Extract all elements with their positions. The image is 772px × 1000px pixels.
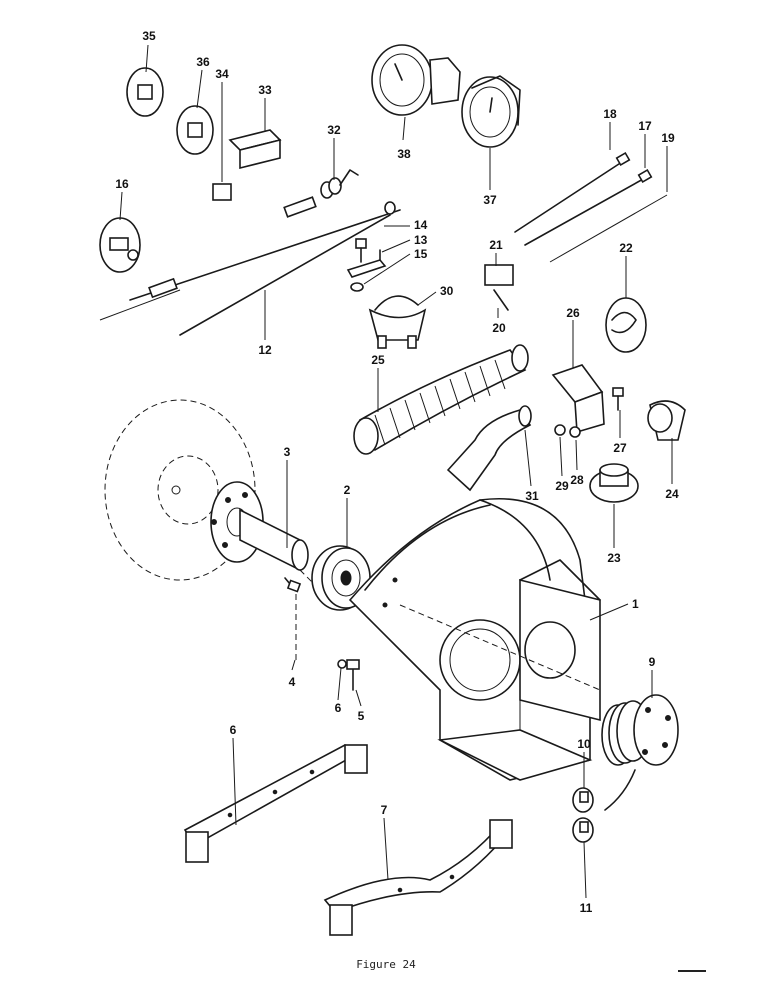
part-label-37: 37 [483, 193, 497, 207]
part-label-14: 14 [414, 218, 428, 232]
fittings-35-36 [126, 67, 214, 155]
part-label-30: 30 [440, 284, 454, 298]
part-label-12: 12 [258, 343, 272, 357]
part-label-21: 21 [489, 238, 503, 252]
mounting-rail-6 [183, 744, 368, 863]
throttle-bracket-13-14-15 [346, 238, 387, 292]
bracket-33-34 [212, 129, 282, 201]
exhaust-elbow-31 [446, 405, 532, 492]
part-label-6b: 6 [230, 723, 237, 737]
part-label-7: 7 [381, 803, 388, 817]
part-label-10: 10 [577, 737, 591, 751]
small-fasteners [284, 577, 360, 691]
part-label-31: 31 [525, 489, 539, 503]
part-label-38: 38 [397, 147, 411, 161]
part-label-20: 20 [492, 321, 506, 335]
part-label-22: 22 [619, 241, 633, 255]
flywheel [104, 399, 256, 581]
part-label-25: 25 [371, 353, 385, 367]
part-label-5: 5 [358, 709, 365, 723]
part-number-labels: 35 36 34 33 32 16 38 37 18 17 19 14 13 1… [115, 29, 679, 915]
exhaust-clamp-30 [368, 295, 427, 349]
part-label-16: 16 [115, 177, 129, 191]
bell-housing-1 [348, 498, 601, 781]
part-label-26: 26 [566, 306, 580, 320]
part-label-33: 33 [258, 83, 272, 97]
part-label-11: 11 [580, 901, 593, 915]
part-label-4: 4 [289, 675, 296, 689]
part-label-2: 2 [344, 483, 351, 497]
figure-caption: Figure 24 [356, 958, 416, 971]
flexible-exhaust-hose-25 [353, 344, 529, 455]
part-label-13: 13 [414, 233, 428, 247]
part-label-27: 27 [613, 441, 627, 455]
part-label-1: 1 [632, 597, 639, 611]
part-label-19: 19 [661, 131, 675, 145]
threaded-rods-17-18-19 [514, 151, 668, 263]
part-label-36: 36 [196, 55, 210, 69]
gasket-22 [605, 297, 647, 353]
grease-fittings-10-11 [572, 787, 594, 843]
rubber-coupling-9 [601, 694, 679, 811]
elbow-fitting-24 [647, 400, 686, 441]
part-label-9: 9 [649, 655, 656, 669]
part-label-34: 34 [215, 67, 229, 81]
gauge-38 [371, 44, 461, 116]
control-cables [99, 169, 401, 336]
bracket-26-27-28-29 [551, 364, 624, 438]
part-label-3: 3 [284, 445, 291, 459]
leader-lines [119, 44, 673, 899]
adapter-flange-3 [210, 481, 331, 601]
part-label-32: 32 [327, 123, 341, 137]
mounting-rail-7 [323, 819, 513, 936]
part-label-28: 28 [570, 473, 584, 487]
sender-unit-16 [99, 217, 141, 273]
part-label-35: 35 [142, 29, 156, 43]
part-label-17: 17 [638, 119, 652, 133]
stud-and-gasket-20-21 [484, 264, 514, 311]
part-label-24: 24 [665, 487, 679, 501]
flange-fitting-23 [589, 463, 639, 503]
part-label-15: 15 [414, 247, 428, 261]
part-label-18: 18 [603, 107, 617, 121]
part-label-23: 23 [607, 551, 621, 565]
part-label-29: 29 [555, 479, 569, 493]
part-label-6a: 6 [335, 701, 342, 715]
gauge-37 [461, 75, 521, 148]
footer-rule [678, 970, 706, 972]
